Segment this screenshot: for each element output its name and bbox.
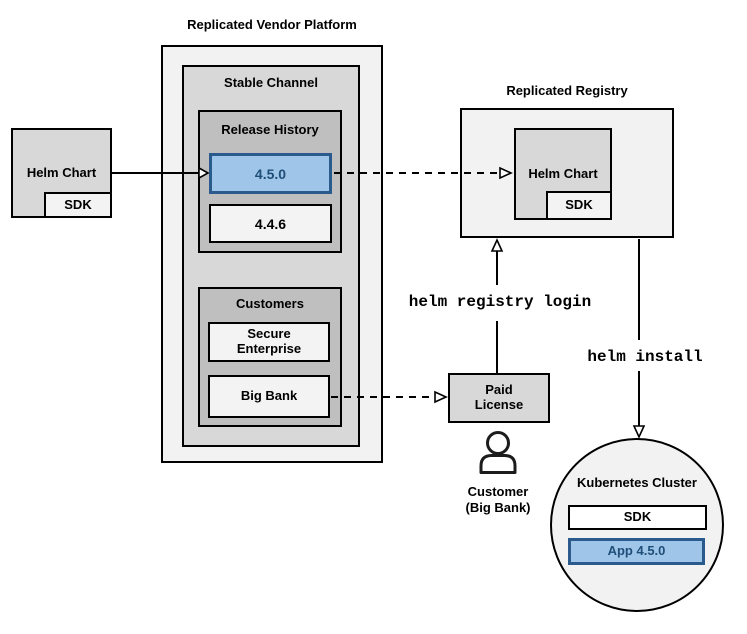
cluster-title: Kubernetes Cluster (577, 475, 697, 490)
release-450-box: 4.5.0 (209, 153, 332, 194)
release-450-label: 4.5.0 (254, 165, 287, 182)
release-history-label: Release History (221, 122, 319, 137)
vendor-platform-title: Replicated Vendor Platform (187, 17, 357, 32)
sdk-source-label: SDK (64, 196, 92, 212)
stable-channel-label: Stable Channel (224, 75, 318, 90)
secure-enterprise-box: Secure Enterprise (208, 322, 330, 362)
cluster-sdk-label: SDK (623, 509, 652, 525)
sdk-source-box: SDK (44, 192, 112, 218)
cluster-app-box: App 4.5.0 (568, 538, 705, 565)
helm-install-command: helm install (587, 348, 703, 366)
big-bank-box: Big Bank (208, 375, 330, 418)
helm-chart-source-label: Helm Chart (26, 164, 97, 180)
customers-label: Customers (236, 296, 304, 311)
helm-install-arrow (632, 239, 646, 439)
customer-caption: Customer (Big Bank) (443, 484, 553, 517)
registry-sdk-label: SDK (565, 197, 593, 213)
registry-helm-chart-label: Helm Chart (528, 165, 598, 181)
person-icon (479, 431, 517, 474)
release-446-label: 4.4.6 (254, 215, 287, 232)
paid-license-box: Paid License (448, 373, 550, 423)
secure-enterprise-label: Secure Enterprise (236, 326, 302, 356)
paid-license-label: Paid License (474, 382, 524, 412)
registry-title: Replicated Registry (506, 83, 628, 98)
cluster-sdk-box: SDK (568, 505, 707, 530)
cluster-app-label: App 4.5.0 (607, 543, 666, 559)
big-bank-label: Big Bank (240, 388, 298, 404)
helm-registry-login-command: helm registry login (408, 293, 592, 311)
registry-sdk-box: SDK (546, 191, 612, 220)
release-446-box: 4.4.6 (209, 204, 332, 243)
customer-caption-line1: Customer (467, 484, 529, 499)
customer-caption-line2: (Big Bank) (465, 500, 531, 516)
